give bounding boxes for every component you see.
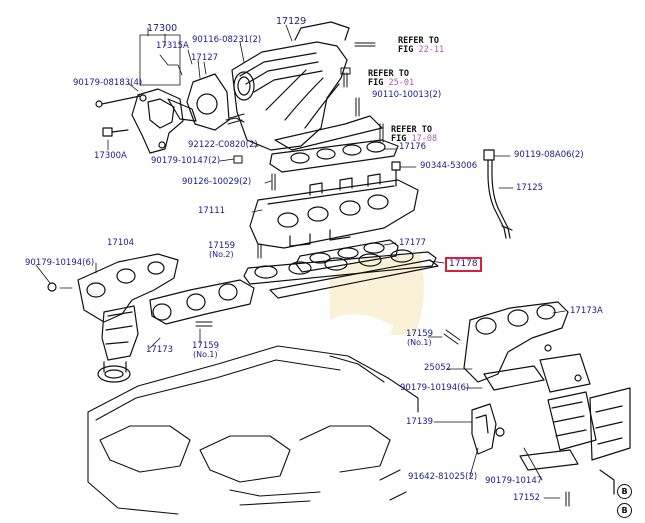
callout-17159-no1-left-sub: (No.1) [193,350,218,359]
bolt-90344 [391,161,401,187]
leader-lines [35,24,566,499]
callout-17177[interactable]: 17177 [399,238,427,248]
refer-line: REFER TO [368,69,409,79]
callout-90179-10147-bottom[interactable]: 90179-10147 [485,476,543,486]
callout-92122-C0820[interactable]: 92122-C0820(2) [188,140,258,150]
marker-b-lower: B [617,503,632,518]
callout-17129[interactable]: 17129 [276,16,307,27]
exhaust-manifold-17104 [47,253,179,383]
refer-to-fig-22-11[interactable]: REFER TO FIG 22-11 [398,37,444,55]
gasket-17173 [149,279,255,325]
callout-17139[interactable]: 17139 [406,417,434,427]
stud-17159-no1-right [443,329,461,345]
fig-word: FIG [398,44,414,55]
callout-25052[interactable]: 25052 [424,363,452,373]
refer-to-fig-25-01[interactable]: REFER TO FIG 25-01 [368,70,414,88]
studs [225,42,384,191]
callout-90116-08231[interactable]: 90116-08231(2) [192,35,262,45]
intake-manifold-17111 [249,173,419,249]
callout-17159-no1-left[interactable]: 17159 [192,341,220,351]
callout-17173[interactable]: 17173 [146,345,174,355]
refer-line: REFER TO [398,36,439,46]
callout-90110-10013[interactable]: 90110-10013(2) [372,90,442,100]
callout-17176[interactable]: 17176 [399,142,427,152]
intake-manifold-17129 [231,21,383,151]
gasket-17178 [243,249,439,299]
stud-17159-no1-left [195,321,213,327]
callout-90179-10194-right[interactable]: 90179-10194(6) [400,383,470,393]
refer-line: REFER TO [391,125,432,135]
callout-90126-10029[interactable]: 90126-10029(2) [182,177,252,187]
bolt-17152 [565,491,570,507]
callout-90179-10147-top[interactable]: 90179-10147(2) [151,156,221,166]
callout-90179-08183[interactable]: 90179-08183(4) [73,78,143,88]
callout-17159-no1-right-sub: (No.1) [407,338,432,347]
callout-17300[interactable]: 17300 [147,23,178,34]
watermark [330,255,424,335]
fig-word: FIG [391,133,407,144]
callout-17127[interactable]: 17127 [191,53,219,63]
callout-17173A[interactable]: 17173A [570,306,603,316]
callout-90179-10194-left[interactable]: 90179-10194(6) [25,258,95,268]
exhaust-manifold-right [463,301,631,495]
callout-17104[interactable]: 17104 [107,238,135,248]
callout-17300A[interactable]: 17300A [94,151,127,161]
callout-17152[interactable]: 17152 [513,493,541,503]
callout-17178-highlighted[interactable]: 17178 [445,257,482,272]
callout-17159-no1-right[interactable]: 17159 [406,329,434,339]
callout-90119-08A06[interactable]: 90119-08A06(2) [514,150,584,160]
heat-shield-17139 [471,403,505,455]
callout-17315A[interactable]: 17315A [156,41,189,51]
pipe-17125 [483,149,513,239]
refer-to-fig-17-08[interactable]: REFER TO FIG 17-08 [391,126,437,144]
gasket-17176 [269,139,399,173]
callout-90344-53006[interactable]: 90344-53006 [420,161,478,171]
stud-17159-no2 [257,243,262,259]
callout-17159-no2-sub: (No.2) [209,250,234,259]
marker-b-upper: B [617,484,632,499]
engine-block [87,345,419,515]
fig-number: 17-08 [411,133,438,144]
fig-number: 22-11 [418,44,445,55]
callout-17111[interactable]: 17111 [198,206,226,216]
fig-number: 25-01 [388,77,415,88]
callout-17125[interactable]: 17125 [516,183,544,193]
throttle-bracket-group [95,27,245,154]
fig-word: FIG [368,77,384,88]
callout-17159-no2[interactable]: 17159 [208,241,236,251]
callout-91642-81025[interactable]: 91642-81025(2) [408,472,478,482]
